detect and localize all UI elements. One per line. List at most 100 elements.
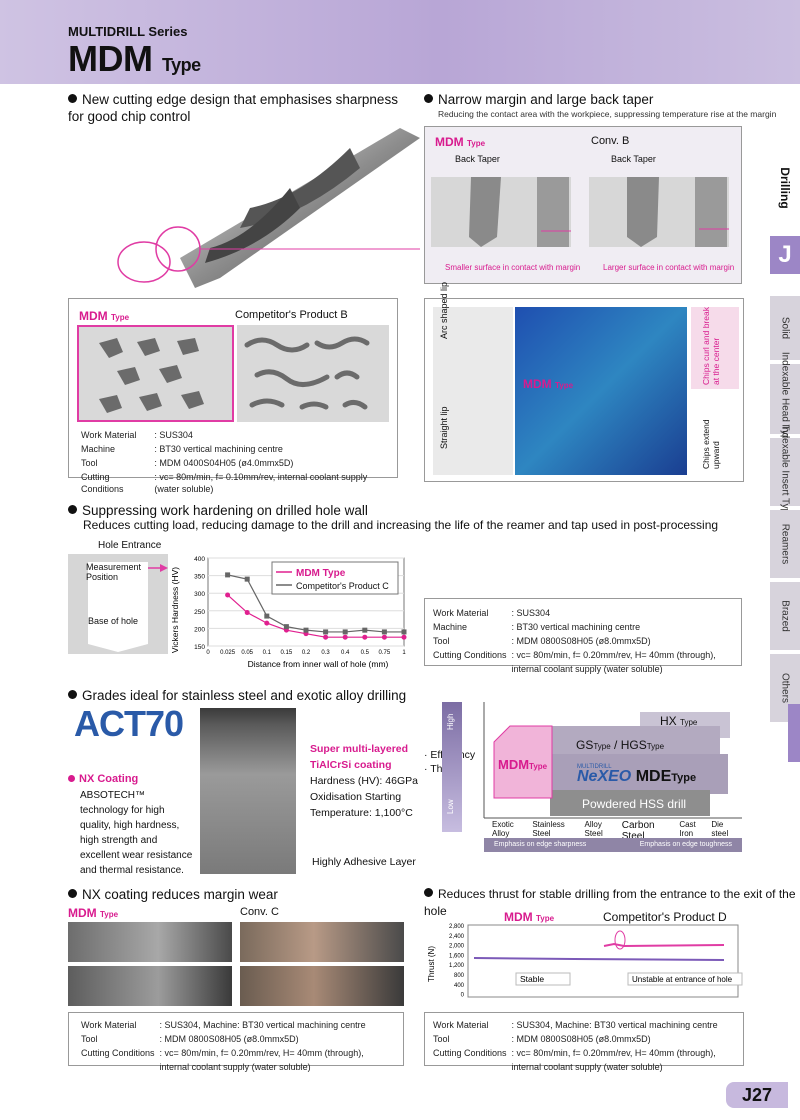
condition-row: Work Material : SUS304: [81, 429, 395, 441]
x-tick-label: 1: [402, 650, 406, 656]
x-tick-label: 0: [206, 650, 210, 656]
thrust-tick-label: 2,000: [449, 944, 465, 950]
hardness-xlabel: Distance from inner wall of hole (mm): [248, 659, 389, 669]
condition-key: [81, 1061, 158, 1073]
condition-row: Work Material: SUS304, Machine: BT30 ver…: [81, 1019, 369, 1031]
tab-brazed[interactable]: Brazed: [770, 582, 800, 652]
condition-row: Cutting Conditions: vc= 80m/min, f= 0.20…: [433, 1047, 721, 1059]
sec6-conditions-panel: Work Material: SUS304, Machine: BT30 ver…: [424, 1012, 744, 1072]
tab-indexable-head[interactable]: Indexable Head Type: [770, 352, 800, 446]
data-point: [342, 629, 348, 635]
thrust-tick-label: 2,400: [449, 934, 465, 940]
condition-key: Machine: [81, 444, 116, 454]
condition-value: : MDM 0800S08H05 (ø8.0mmx5D): [511, 1034, 651, 1044]
thrust-chart: Thrust (N) 2,8002,4002,0001,6001,2008004…: [427, 924, 743, 999]
condition-value: : SUS304: [154, 430, 193, 440]
condition-key: [433, 663, 510, 675]
condition-value: internal coolant supply (water soluble): [511, 664, 663, 674]
y-tick-label: 150: [194, 644, 205, 651]
condition-key: Cutting Conditions: [433, 1048, 507, 1058]
thrust-tick-label: 1,200: [449, 963, 465, 969]
x-tick-label: 0.05: [241, 650, 253, 656]
y-tick-label: 250: [194, 609, 205, 616]
data-point: [381, 629, 387, 635]
condition-row: Work Material: SUS304, Machine: BT30 ver…: [433, 1019, 721, 1031]
data-point: [225, 592, 231, 598]
condition-key: Cutting Conditions: [81, 472, 124, 494]
legend-label: MDM Type: [296, 568, 346, 579]
condition-value: : vc= 80m/min, f= 0.20mm/rev, H= 40mm (t…: [159, 1048, 364, 1058]
thrust-tick-label: 400: [454, 983, 465, 989]
x-tick-label: 0.15: [281, 650, 293, 656]
condition-key: Work Material: [433, 608, 489, 618]
data-point: [362, 627, 368, 633]
sidebar: Drilling J Solid Indexable Head Type Ind…: [770, 84, 800, 1004]
nx-coating-title: NX Coating: [68, 773, 138, 785]
condition-row: Machine: BT30 vertical machining centre: [81, 443, 395, 455]
sec5-conditions-panel: Work Material: SUS304, Machine: BT30 ver…: [68, 1012, 404, 1072]
data-point: [401, 634, 407, 640]
mdm-chips-photo: [77, 325, 234, 422]
condition-row: Tool: MDM 0800S08H05 (ø8.0mmx5D): [433, 1033, 721, 1045]
condition-key: Tool: [433, 636, 450, 646]
condition-value: : BT30 vertical machining centre: [511, 622, 641, 632]
svg-text:Unstable at entrance of hole: Unstable at entrance of hole: [632, 975, 733, 984]
condition-row: internal coolant supply (water soluble): [433, 663, 719, 675]
tab-indexable-insert[interactable]: Indexable Insert Type: [770, 424, 800, 520]
drill-illustration: [117, 128, 420, 288]
condition-key: [433, 1061, 510, 1073]
mdm-margin-photo-2: [68, 966, 232, 1006]
svg-text:Stable: Stable: [520, 974, 544, 984]
series-line-1: [227, 574, 404, 633]
condition-key: Work Material: [81, 430, 137, 440]
sec2-sub: Reducing the contact area with the workp…: [438, 109, 777, 119]
x-tick-label: 0.3: [321, 650, 330, 656]
tab-solid[interactable]: Solid: [770, 296, 800, 362]
condition-row: Cutting Conditions: vc= 80m/min, f= 0.10…: [81, 471, 395, 495]
thrust-tick-label: 800: [454, 973, 465, 979]
condition-row: internal coolant supply (water soluble): [433, 1061, 721, 1073]
tab-marker: [788, 704, 800, 762]
hardness-ylabel: Vickers Hardness (HV): [170, 567, 180, 653]
tab-drilling[interactable]: Drilling: [770, 144, 800, 234]
data-point: [323, 634, 329, 640]
condition-value: : SUS304, Machine: BT30 vertical machini…: [511, 1020, 718, 1030]
condition-row: Work Material: SUS304: [433, 607, 719, 619]
data-point: [283, 624, 289, 630]
act70-logo: ACT70: [74, 703, 184, 744]
y-tick-label: 350: [194, 574, 205, 581]
condition-value: : MDM 0400S04H05 (ø4.0mmx5D): [154, 458, 294, 468]
chip-panel: MDM Type Competitor's Product B Work Mat…: [68, 298, 398, 494]
condition-value: internal coolant supply (water soluble): [511, 1062, 663, 1072]
x-tick-label: 0.2: [302, 650, 311, 656]
condition-row: Machine : BT30 vertical machining centre: [433, 621, 719, 633]
series-line-0: [227, 594, 404, 638]
page-header: MULTIDRILL Series MDM Type: [0, 0, 800, 84]
sec5-conditions: Work Material: SUS304, Machine: BT30 ver…: [79, 1017, 371, 1075]
mdm-margin-photo-1: [68, 922, 232, 962]
y-tick-label: 400: [194, 556, 205, 563]
legend-label: Competitor's Product C: [296, 581, 389, 591]
section-j-badge: J: [770, 236, 800, 274]
data-point: [264, 620, 270, 626]
tab-reamers[interactable]: Reamers: [770, 510, 800, 580]
condition-key: Tool: [81, 458, 98, 468]
hole-diagram: Hole Entrance Measurement Position Base …: [68, 540, 168, 660]
data-point: [303, 627, 309, 633]
x-tick-label: 0.025: [220, 650, 236, 656]
x-tick-label: 0.5: [361, 650, 370, 656]
competitor-b-label: Competitor's Product B: [235, 309, 348, 321]
condition-value: : MDM 0800S08H05 (ø8.0mmx5D): [511, 636, 651, 646]
product-positioning-chart: [483, 702, 742, 819]
condition-key: Tool: [81, 1034, 98, 1044]
high-low-bar: [442, 702, 462, 832]
sec2-bullet: Narrow margin and large back taper: [424, 91, 754, 108]
condition-key: Machine: [433, 622, 468, 632]
condition-row: internal coolant supply (water soluble): [81, 1061, 369, 1073]
